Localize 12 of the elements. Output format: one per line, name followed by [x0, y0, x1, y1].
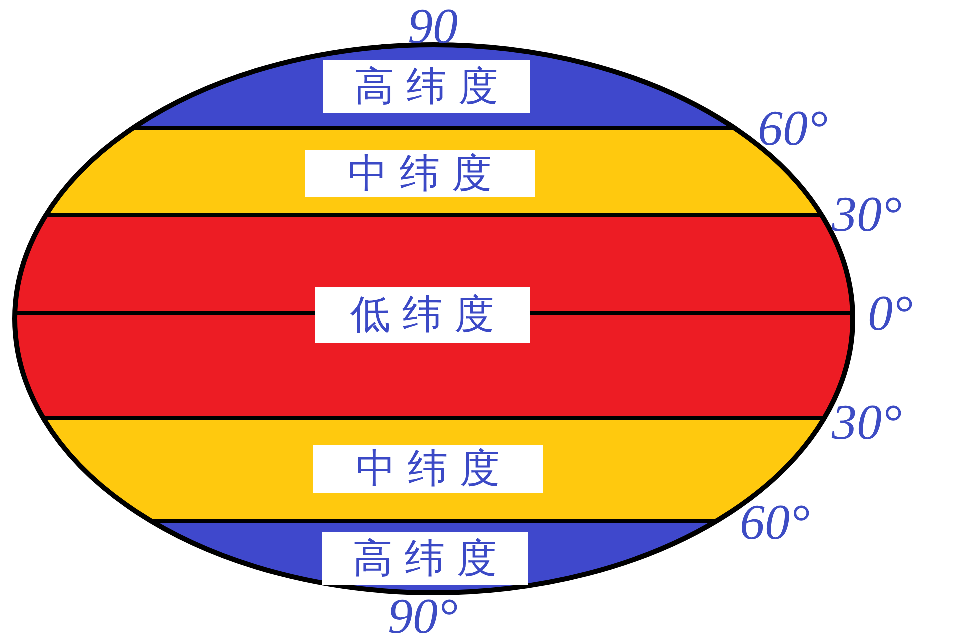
- label-box: 低纬度: [315, 287, 530, 343]
- label-box: 高纬度: [322, 532, 528, 585]
- degree-label: 90: [408, 4, 458, 48]
- degree-label: 30°: [832, 400, 902, 444]
- label-box: 高纬度: [323, 60, 530, 113]
- degree-label: 60°: [740, 500, 810, 544]
- degree-label: 90°: [388, 594, 458, 638]
- label-box: 中纬度: [305, 150, 535, 197]
- degree-label: 60°: [758, 106, 828, 150]
- degree-label: 0°: [868, 291, 913, 335]
- label-box: 中纬度: [313, 445, 543, 493]
- degree-label: 30°: [832, 192, 902, 236]
